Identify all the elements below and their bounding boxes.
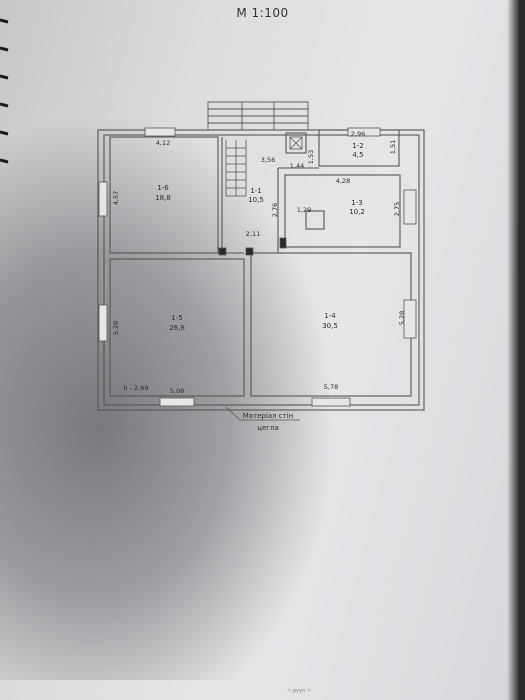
room-1-2-id: 1-2	[352, 142, 363, 150]
room-1-3-area: 10,2	[349, 208, 365, 216]
doors	[218, 237, 287, 256]
room-1-6-area: 18,8	[155, 194, 171, 202]
footer-mark: ~ pyyn ~	[287, 688, 311, 694]
dim-r13-height: 2,75	[393, 202, 401, 216]
page-edge	[507, 0, 525, 700]
room-1-2-area: 4,5	[352, 151, 363, 159]
room-1-6-id: 1-6	[157, 184, 169, 192]
ceiling-height: h - 2,69	[123, 384, 148, 392]
material-note-line1: Матеріал стін	[243, 412, 294, 420]
material-note-line2: цегла	[257, 424, 279, 432]
dim-r16-height: 4,57	[112, 191, 120, 205]
dim-stair-width: 3,56	[261, 156, 275, 164]
internal-stair	[225, 140, 247, 197]
room-1-4-area: 30,5	[322, 322, 338, 330]
dim-vent-width: 1,44	[290, 162, 304, 170]
outer-wall	[97, 129, 425, 411]
dim-r13-width: 4,28	[336, 177, 350, 185]
interior-walls	[109, 129, 412, 397]
dim-r13-inner: 1,29	[297, 206, 311, 214]
vent-cross	[289, 136, 303, 150]
windows	[98, 127, 417, 407]
dim-r12-width: 2,96	[351, 130, 365, 138]
room-1-3-id: 1-3	[351, 199, 362, 207]
material-leader	[225, 406, 300, 421]
dim-r15-height: 5,28	[112, 321, 120, 335]
dim-r11-width: 2,11	[246, 230, 260, 238]
dim-r14-height: 5,28	[398, 311, 406, 325]
dim-r11-height: 2,76	[271, 203, 279, 217]
dim-r15-width: 5,08	[170, 387, 184, 395]
room-1-5-area: 26,8	[169, 324, 185, 332]
scale-label: М 1:100	[236, 6, 289, 20]
room-1-1-area: 10,5	[248, 196, 264, 204]
room-1-5-id: 1-5	[171, 314, 182, 322]
dim-r12-height: 1,51	[389, 140, 397, 154]
room-1-4-id: 1-4	[324, 312, 336, 320]
dim-r16-width: 4,12	[156, 139, 170, 147]
dim-vent-height: 1,53	[307, 150, 315, 164]
room-1-1-id: 1-1	[250, 187, 261, 195]
dim-r14-width: 5,78	[324, 383, 338, 391]
entry-stair	[207, 101, 309, 131]
binder-rings	[0, 18, 9, 164]
